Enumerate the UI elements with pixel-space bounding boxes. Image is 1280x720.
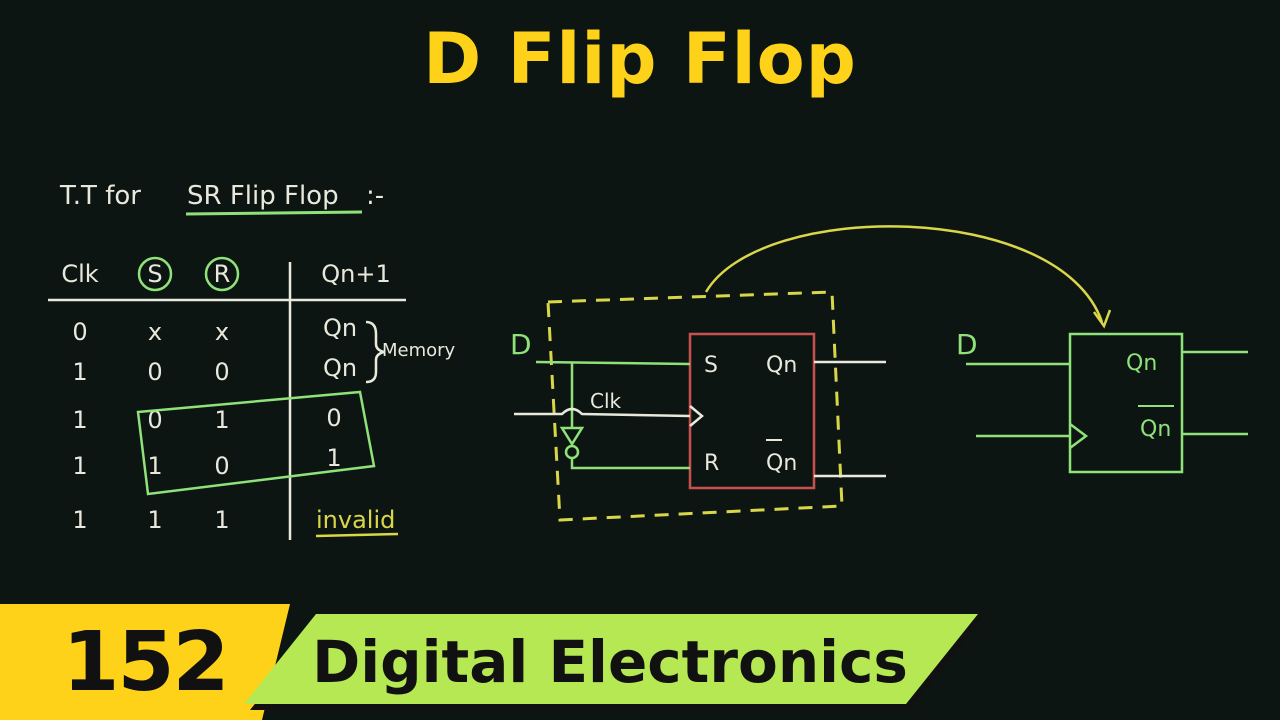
row1-q: Qn xyxy=(323,314,357,342)
episode-number: 152 xyxy=(62,614,229,710)
page-title: D Flip Flop xyxy=(423,18,857,100)
pin-r-label: R xyxy=(704,451,719,476)
sr-clk-label: Clk xyxy=(590,389,622,413)
d-block-d-label: D xyxy=(956,328,978,361)
truth-table-heading-suffix: :- xyxy=(366,181,384,211)
sr-flipflop-box xyxy=(688,332,816,490)
row4-clk: 1 xyxy=(72,452,87,480)
row5-q-invalid: invalid xyxy=(316,506,395,534)
sr-qbar-label: Qn xyxy=(766,451,797,476)
row1-s: x xyxy=(148,318,162,346)
row2-s: 0 xyxy=(147,358,162,386)
row5-s: 1 xyxy=(147,506,162,534)
row5-r: 1 xyxy=(214,506,229,534)
row3-s: 0 xyxy=(147,406,162,434)
row2-q: Qn xyxy=(323,354,357,382)
sr-clock-marker xyxy=(689,405,704,427)
series-title: Digital Electronics xyxy=(312,628,908,696)
truth-table-heading-prefix: T.T for xyxy=(59,181,141,211)
transform-arrowhead xyxy=(1092,309,1112,329)
row4-s: 1 xyxy=(147,452,162,480)
d-block-qbar-label: Qn xyxy=(1140,417,1171,442)
s-header-circle xyxy=(137,256,173,292)
row4-r: 0 xyxy=(214,452,229,480)
header-s: S xyxy=(147,260,162,288)
header-r: R xyxy=(214,260,231,288)
not-gate xyxy=(559,426,585,447)
row4-q: 1 xyxy=(326,444,341,472)
row3-q: 0 xyxy=(326,404,341,432)
truth-table-heading-name: SR Flip Flop xyxy=(187,181,339,211)
highlight-box xyxy=(136,390,376,496)
sr-d-label: D xyxy=(510,328,532,361)
r-header-circle xyxy=(204,256,240,292)
banner-number-bg xyxy=(0,604,290,720)
row1-r: x xyxy=(215,318,229,346)
dashed-enclosure xyxy=(546,290,844,522)
banner-series-bg xyxy=(244,614,978,704)
d-block-clock-marker xyxy=(1069,423,1089,449)
header-qn1: Qn+1 xyxy=(321,260,390,288)
d-to-s-wire xyxy=(535,360,691,366)
row2-r: 0 xyxy=(214,358,229,386)
row1-clk: 0 xyxy=(72,318,87,346)
heading-underline xyxy=(185,210,363,216)
transform-arrow xyxy=(704,225,1104,323)
header-clk: Clk xyxy=(61,260,98,288)
not-to-r-wire xyxy=(570,458,690,470)
clk-wire xyxy=(514,407,691,418)
sr-q-label: Qn xyxy=(766,353,797,378)
not-bubble xyxy=(564,444,580,460)
pin-s-label: S xyxy=(704,353,718,378)
d-block-q-label: Qn xyxy=(1126,351,1157,376)
memory-bracket xyxy=(365,320,385,384)
row3-clk: 1 xyxy=(72,406,87,434)
row3-r: 1 xyxy=(214,406,229,434)
invalid-underline xyxy=(315,532,399,538)
row5-clk: 1 xyxy=(72,506,87,534)
memory-label: Memory xyxy=(382,340,456,361)
d-flipflop-box xyxy=(1068,332,1184,474)
row2-clk: 1 xyxy=(72,358,87,386)
